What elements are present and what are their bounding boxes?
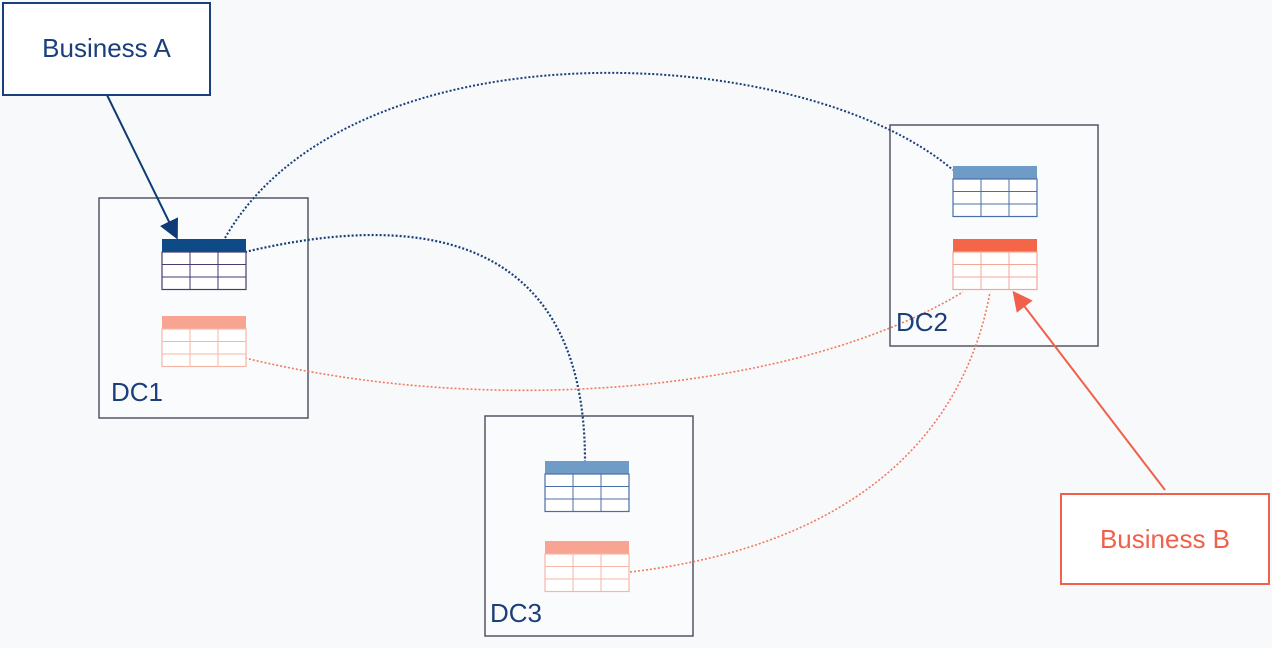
replication-link-dc3-dc2-red bbox=[629, 291, 991, 573]
dc1-box bbox=[98, 197, 309, 419]
dc1-label: DC1 bbox=[111, 377, 164, 407]
dc1-table-a-icon bbox=[161, 239, 247, 291]
dc2-label: DC2 bbox=[896, 307, 949, 337]
replication-link-dc1-dc3-blue bbox=[244, 233, 587, 462]
dc1-table-b-icon bbox=[161, 316, 247, 368]
business-a-label: Business A bbox=[42, 33, 171, 63]
dc3-box bbox=[484, 415, 694, 637]
replication-link-dc1-dc2-red bbox=[244, 291, 964, 392]
replication-link-dc1-dc2-blue bbox=[224, 71, 954, 239]
dc3-table-a-icon bbox=[544, 461, 630, 513]
business-a-arrow bbox=[106, 94, 178, 240]
business-a-box bbox=[2, 2, 211, 96]
dc3-table-b-icon bbox=[544, 541, 630, 593]
business-b-label: Business B bbox=[1099, 524, 1231, 554]
business-b-box bbox=[1060, 493, 1270, 585]
dc2-box bbox=[889, 124, 1099, 347]
business-b-arrow bbox=[1012, 290, 1166, 491]
dc2-table-b-icon bbox=[952, 239, 1038, 291]
dc3-label: DC3 bbox=[490, 598, 543, 628]
dc2-table-a-icon bbox=[952, 166, 1038, 218]
